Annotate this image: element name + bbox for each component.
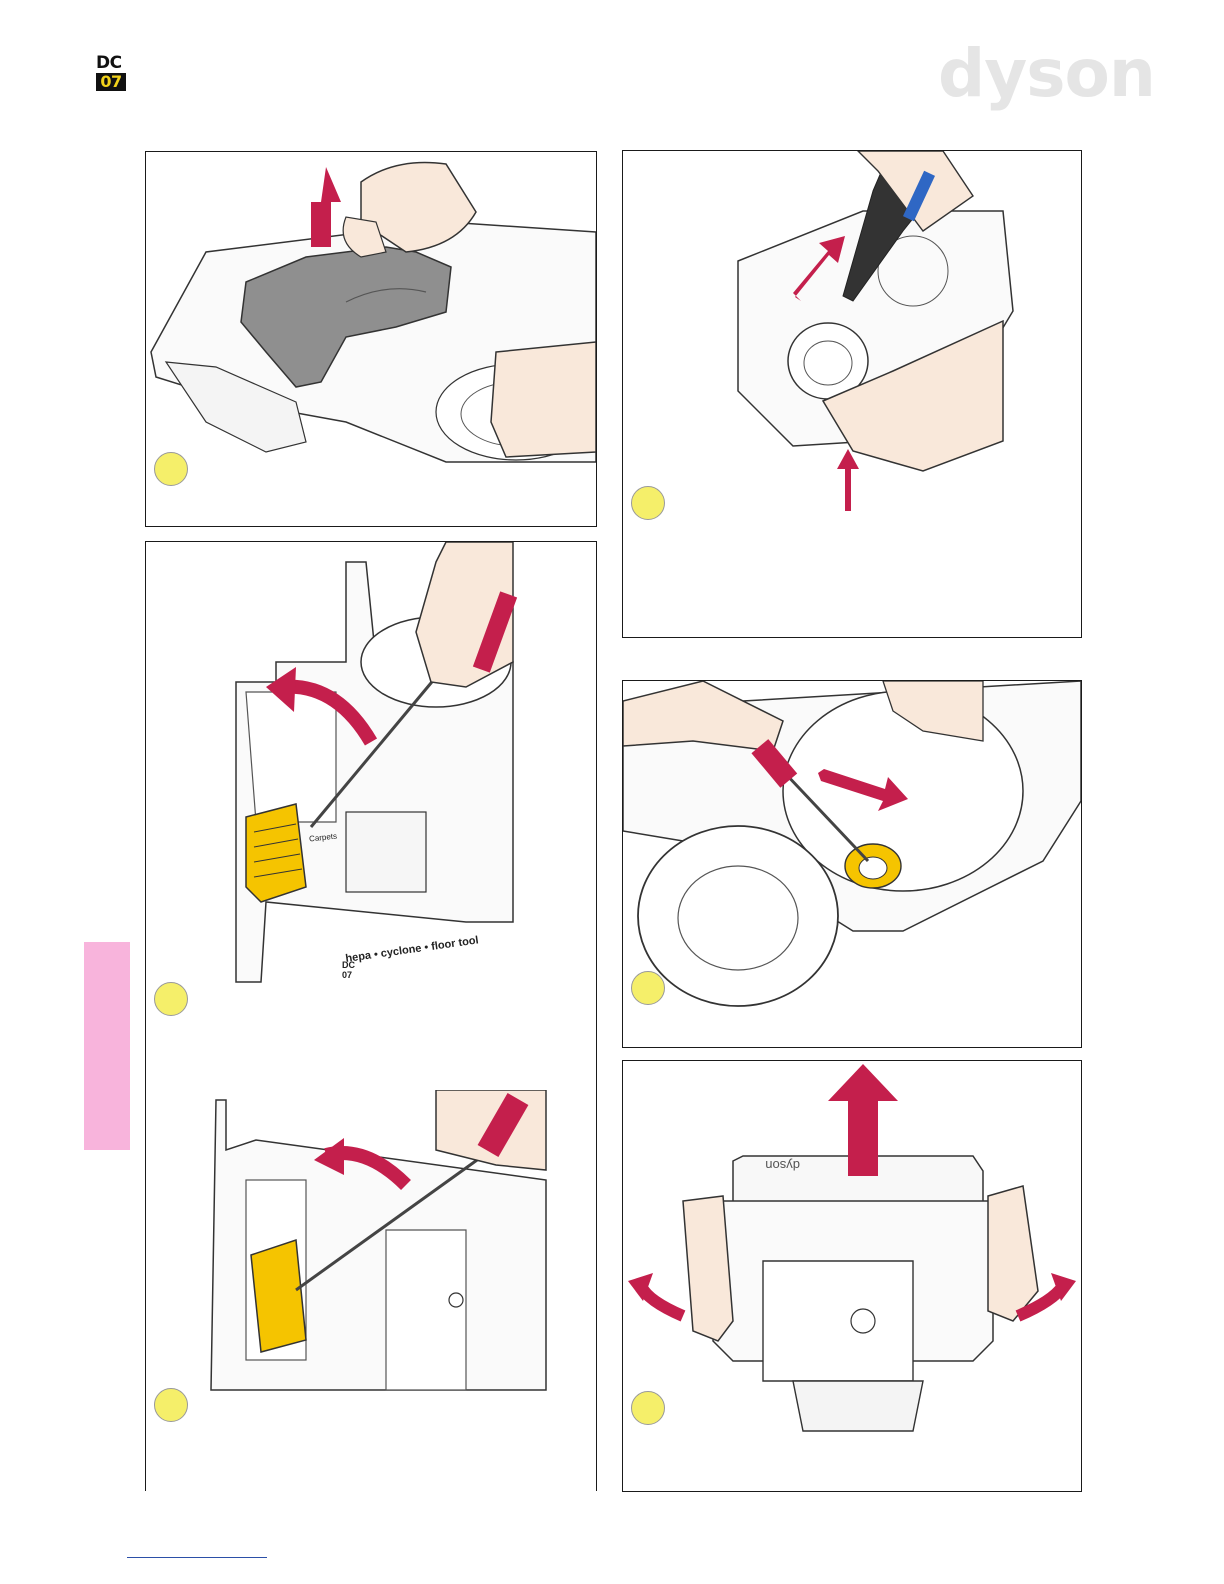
step-number-circle	[154, 452, 188, 486]
illustration-lift-motor: dyson	[623, 1061, 1081, 1491]
footer-link-underline[interactable]	[127, 1557, 267, 1558]
step-number-circle	[631, 486, 665, 520]
step-panel-1	[145, 151, 597, 527]
step-number-circle	[154, 982, 188, 1016]
illustration-pliers	[623, 151, 1081, 637]
step-panel-2	[622, 150, 1082, 638]
dyson-logo: dyson	[938, 34, 1155, 114]
model-mark: DC 07	[342, 960, 360, 980]
illustration-yellow-gear	[146, 1090, 596, 1450]
illustration-lift-part	[146, 152, 596, 526]
illustration-yellow-knob: hepa • cyclone • floor tool	[146, 542, 596, 1062]
step-number-circle	[631, 1391, 665, 1425]
step-panel-5	[622, 680, 1082, 1048]
model-badge-bottom: 07	[96, 73, 126, 91]
illustration-wheel-clip	[623, 681, 1081, 1047]
model-badge-top: DC	[96, 55, 128, 72]
step-number-circle	[154, 1388, 188, 1422]
model-badge: DC 07	[96, 55, 128, 91]
section-side-tab	[84, 942, 130, 1150]
svg-text:hepa • cyclone • floor tool: hepa • cyclone • floor tool	[345, 934, 480, 965]
step-panel-3: hepa • cyclone • floor tool Carpets DC 0…	[145, 541, 597, 1491]
svg-text:dyson: dyson	[765, 1158, 800, 1173]
step-number-circle	[631, 971, 665, 1005]
step-panel-6: dyson	[622, 1060, 1082, 1492]
